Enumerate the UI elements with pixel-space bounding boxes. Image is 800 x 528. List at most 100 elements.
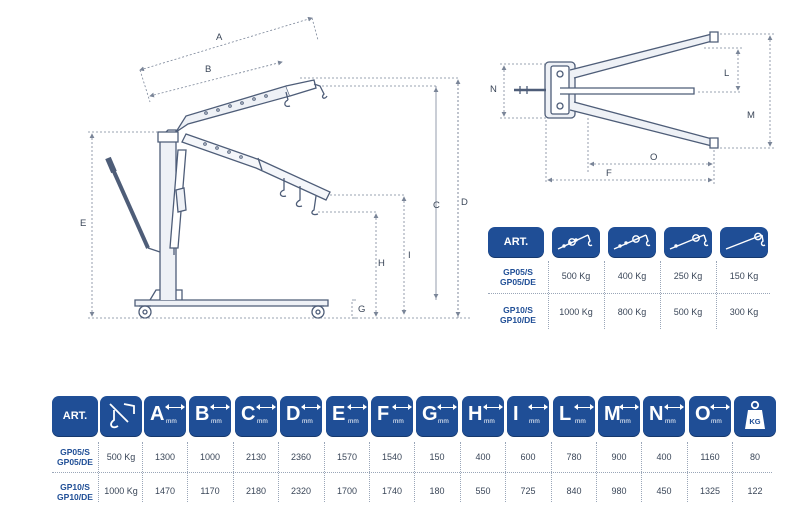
dim-label-m: M [747,110,755,121]
unit-label: mm [348,418,359,425]
dim-label-o: O [650,152,657,163]
double-arrow-icon [165,404,185,410]
dimensions-r2-c5: 1700 [336,486,358,496]
double-arrow-icon [664,404,684,410]
side-view-dimension-lines [88,16,470,319]
row-label-line-2: GP05/DE [500,277,536,287]
capacity-r2-c2: 800 Kg [617,307,647,317]
dim-header-letter: H [468,403,483,425]
unit-label: mm [529,418,540,425]
dim-label-h: H [378,258,385,269]
dimensions-r2-c7: 180 [429,486,445,496]
dim-label-a: A [216,32,223,43]
dimensions-r1-c6: 1540 [381,452,403,462]
dimensions-art-header: ART. [52,396,98,436]
unit-label: mm [620,418,631,425]
capacity-r1-c4: 150 Kg [729,271,759,281]
dim-header-letter: A [150,403,165,425]
double-arrow-icon [619,404,639,410]
dim-label-c: C [433,200,440,211]
boom-position-1-icon [552,227,600,257]
row-label-line-1: GP10/S [503,305,533,315]
weight-kg-label: KG [749,417,761,426]
capacity-r2-c3: 500 Kg [673,307,703,317]
double-arrow-icon [256,404,276,410]
dim-label-f: F [606,168,612,179]
dim-label-g: G [358,304,365,315]
dimensions-art-label: ART. [62,410,88,422]
dimensions-r1-c9: 600 [520,452,536,462]
crane-hook-icon [100,396,142,436]
dimensions-r1-c2: 1000 [199,452,221,462]
unit-label: mm [711,418,722,425]
dimension-labels: A B C D E F G H I L M N O [80,32,755,315]
dim-label-d: D [461,197,468,208]
dimensions-row-1-label: GP05/S GP05/DE [52,447,98,467]
dimensions-r2-c10: 840 [566,486,582,496]
row-label-line-2: GP05/DE [57,457,93,467]
dim-header-letter: G [422,403,438,425]
boom-position-4-icon [720,227,768,257]
double-arrow-icon [347,404,367,410]
dimensions-r2-c4: 2320 [290,486,312,496]
double-arrow-icon [210,404,230,410]
dim-header-letter: D [286,403,301,425]
dim-header-letter: L [559,403,572,425]
dimensions-r1-c12: 400 [656,452,672,462]
double-arrow-icon [710,404,730,410]
dimensions-r1-c7: 150 [429,452,445,462]
dim-header-letter: C [241,403,256,425]
row-label-line-1: GP05/S [60,447,90,457]
double-arrow-icon [301,404,321,410]
dimensions-r1-c10: 780 [566,452,582,462]
dimensions-r2-c1: 1470 [154,486,176,496]
double-arrow-icon [437,404,457,410]
dim-header-letter: I [513,403,519,425]
unit-label: mm [665,418,676,425]
dimensions-r1-c8: 400 [475,452,491,462]
double-arrow-icon [483,404,503,410]
double-arrow-icon [528,404,548,410]
capacity-art-header: ART. [488,227,544,257]
dimensions-r2-c11: 980 [611,486,627,496]
dim-header-letter: E [332,403,346,425]
unit-label: mm [211,418,222,425]
dim-header-letter: O [695,403,711,425]
double-arrow-icon [392,404,412,410]
boom-position-2-icon [608,227,656,257]
dim-label-l: L [724,68,729,79]
dim-header-letter: M [604,403,621,425]
capacity-r2-c1: 1000 Kg [559,307,593,317]
unit-label: mm [484,418,495,425]
row-label-line-2: GP10/DE [500,315,536,325]
dim-label-e: E [80,218,86,229]
crane-technical-drawing: A B C D E F G H I L M N O [80,16,776,319]
dimensions-r1-c14: 80 [749,452,760,462]
dimensions-r2-c6: 1740 [381,486,403,496]
dimensions-r1-c1: 1300 [154,452,176,462]
unit-label: mm [575,418,586,425]
dimensions-r2-c2: 1170 [200,486,220,496]
dimensions-r1-c4: 2360 [290,452,312,462]
unit-label: mm [257,418,268,425]
capacity-r1-c2: 400 Kg [617,271,647,281]
capacity-r1-c1: 500 Kg [561,271,591,281]
dim-header-letter: B [195,403,210,425]
row-label-line-1: GP10/S [60,482,90,492]
capacity-r2-c4: 300 Kg [729,307,759,317]
crane-side-view [105,79,331,319]
unit-label: mm [166,418,177,425]
capacity-row-1-label: GP05/S GP05/DE [492,267,544,287]
dim-label-b: B [205,64,211,75]
